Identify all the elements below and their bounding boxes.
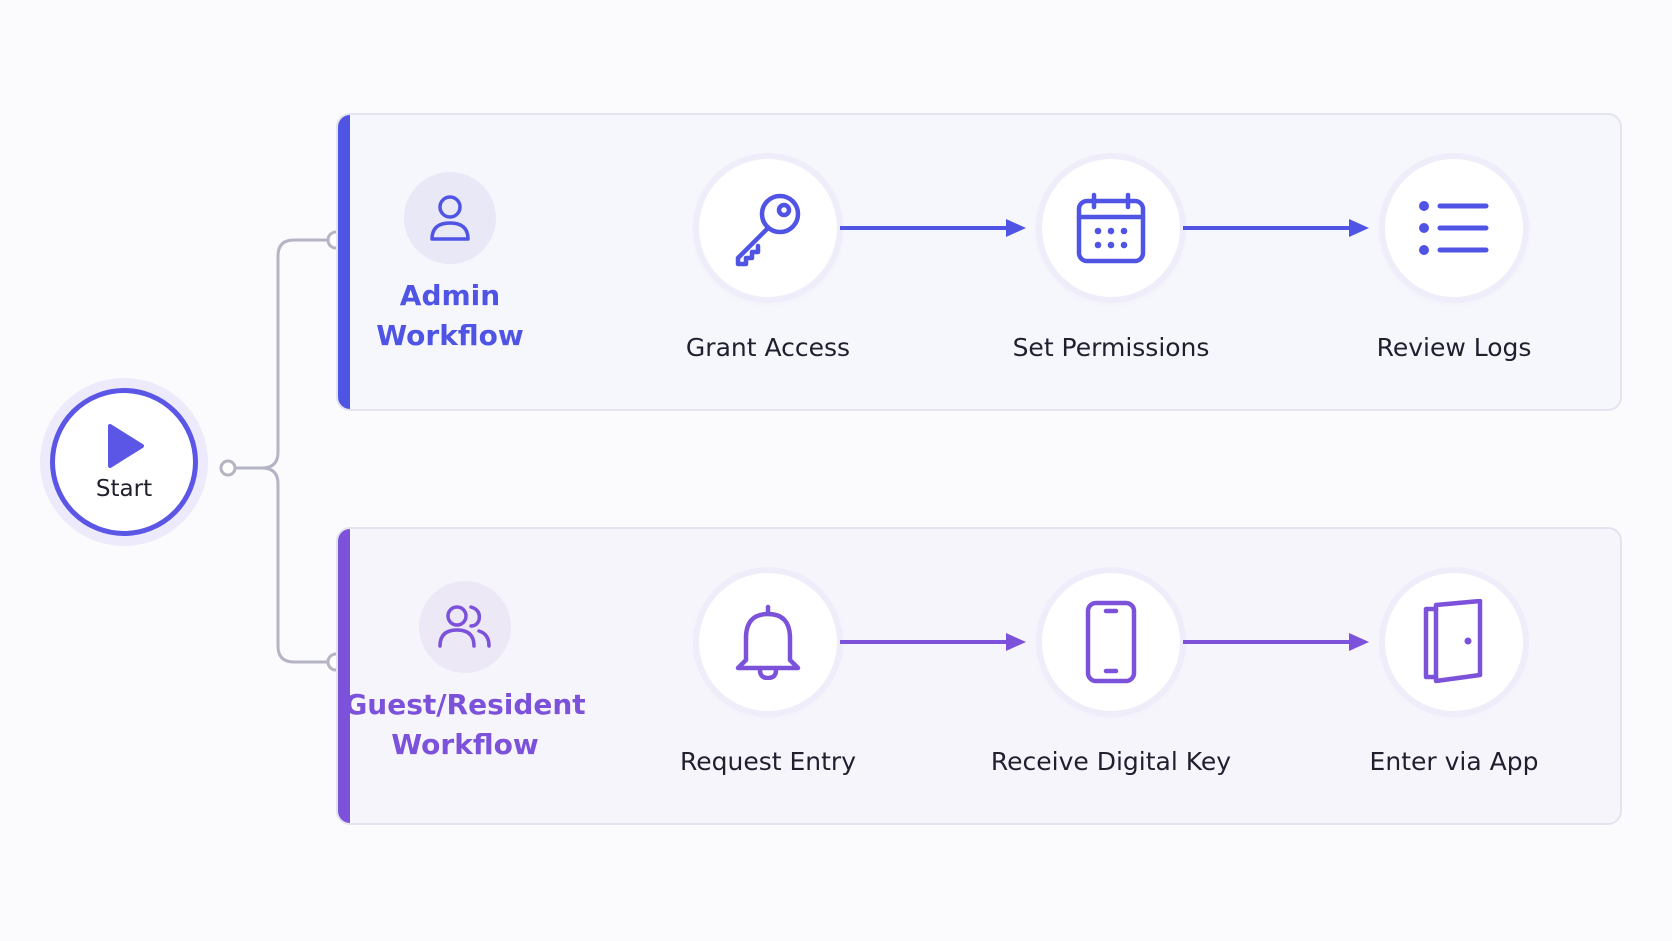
calendar-icon <box>1076 192 1146 264</box>
connector-to-guest <box>261 466 336 664</box>
arrow-right <box>840 219 1026 237</box>
door-icon <box>1423 599 1483 684</box>
arrow-right <box>1183 633 1369 651</box>
step-request-entry[interactable]: Request Entry <box>628 573 908 776</box>
step-label: Request Entry <box>679 747 856 776</box>
arrow-right <box>840 633 1026 651</box>
step-set-permissions[interactable]: Set Permissions <box>971 159 1251 362</box>
start-node[interactable]: Start <box>40 378 208 546</box>
step-label: Enter via App <box>1369 747 1539 776</box>
step-label: Review Logs <box>1376 333 1532 362</box>
step-circle <box>699 159 837 297</box>
step-circle <box>1385 573 1523 711</box>
step-circle <box>1042 159 1180 297</box>
start-label: Start <box>95 476 153 502</box>
play-icon <box>108 424 144 468</box>
admin-lane-accent-bar <box>338 115 350 409</box>
bell-icon <box>735 604 801 680</box>
guest-lane-header: Guest/Resident Workflow <box>344 581 586 765</box>
guest-workflow-lane: Guest/Resident Workflow Request Entry Re… <box>336 527 1622 825</box>
step-label: Grant Access <box>685 333 851 362</box>
step-receive-digital-key[interactable]: Receive Digital Key <box>971 573 1251 776</box>
guest-lane-title: Guest/Resident Workflow <box>344 688 586 761</box>
connector-node-start <box>219 459 237 477</box>
guest-lane-accent-bar <box>338 529 350 823</box>
step-enter-via-app[interactable]: Enter via App <box>1314 573 1594 776</box>
step-circle <box>1042 573 1180 711</box>
step-circle <box>1385 159 1523 297</box>
start-ring: Start <box>50 388 198 536</box>
step-grant-access[interactable]: Grant Access <box>628 159 908 362</box>
step-review-logs[interactable]: Review Logs <box>1314 159 1594 362</box>
user-icon <box>404 172 496 264</box>
step-label: Receive Digital Key <box>990 747 1232 776</box>
step-circle <box>699 573 837 711</box>
admin-workflow-lane: Admin Workflow Grant Access <box>336 113 1622 411</box>
arrow-right <box>1183 219 1369 237</box>
key-icon <box>735 193 801 267</box>
users-icon <box>419 581 511 673</box>
smartphone-icon <box>1085 600 1137 684</box>
connector-to-admin <box>228 238 336 470</box>
admin-lane-title: Admin Workflow <box>376 279 524 352</box>
list-icon <box>1419 201 1489 255</box>
step-label: Set Permissions <box>1012 333 1210 362</box>
admin-lane-header: Admin Workflow <box>352 172 548 356</box>
